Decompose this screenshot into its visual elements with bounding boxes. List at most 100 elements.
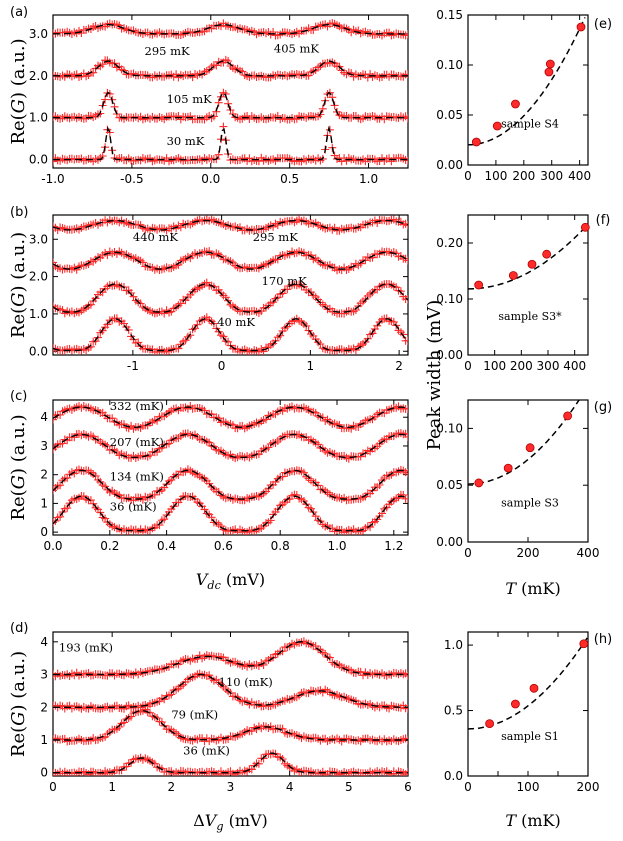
fit-curve-g xyxy=(467,399,580,485)
data-point-h-3 xyxy=(579,639,589,649)
y-tick-label: 0.10 xyxy=(436,58,463,72)
x-tick-label: 3 xyxy=(227,780,235,794)
x-tick-label: 300 xyxy=(540,169,563,183)
x-tick-label: 1.2 xyxy=(384,539,403,553)
fit-line-a-3 xyxy=(53,23,408,35)
y-tick-label: 0 xyxy=(40,525,48,539)
data-markers-c-3 xyxy=(53,402,408,433)
series-label: 295 mK xyxy=(253,230,299,244)
fit-line-c-3 xyxy=(53,406,408,428)
fit-curve-h xyxy=(468,636,589,730)
x-tick-label: 400 xyxy=(563,359,586,373)
data-markers-a-3 xyxy=(53,19,408,40)
fit-line-c-2 xyxy=(53,433,408,459)
y-tick-label: 0.15 xyxy=(436,8,463,22)
y-tick-label: 0.20 xyxy=(436,236,463,250)
panel-label: (c) xyxy=(10,389,27,404)
fit-line-d-0 xyxy=(53,752,408,774)
y-tick-label: 0.10 xyxy=(436,421,463,435)
x-tick-label: 400 xyxy=(577,546,600,560)
series-label: 36 (mK) xyxy=(183,744,230,758)
y-tick-label: 4 xyxy=(40,410,48,424)
x-tick-label: 2 xyxy=(168,780,176,794)
x-tick-label: 0.2 xyxy=(100,539,119,553)
data-point-f-1 xyxy=(508,271,518,280)
x-tick-label: 200 xyxy=(510,359,533,373)
fit-line-b-3 xyxy=(53,219,408,231)
y-tick-label: 3 xyxy=(40,439,48,453)
data-point-f-4 xyxy=(580,222,590,232)
data-point-h-2 xyxy=(529,683,539,693)
y-tick-label: 0.00 xyxy=(436,348,463,362)
y-axis-label: Re(G) (a.u.) xyxy=(8,651,29,757)
x-tick-label: 200 xyxy=(512,169,535,183)
series-label: 405 mK xyxy=(274,42,320,56)
data-point-e-4 xyxy=(545,59,555,69)
fit-line-c-1 xyxy=(53,469,408,500)
series-label: 170 mK xyxy=(262,274,308,288)
fit-line-c-0 xyxy=(53,495,408,532)
data-point-e-1 xyxy=(492,121,502,131)
y-tick-label: 3.0 xyxy=(29,27,48,41)
series-label: 30 mK xyxy=(167,134,205,148)
series-group xyxy=(53,402,408,535)
fit-line-d-1 xyxy=(53,709,408,741)
x-tick-label: 200 xyxy=(517,546,540,560)
series-label: 40 mK xyxy=(217,315,255,329)
y-tick-label: 0.0 xyxy=(29,153,48,167)
y-tick-label: 0 xyxy=(40,766,48,780)
series-label: 193 (mK) xyxy=(59,641,113,655)
x-axis-label: T (mK) xyxy=(505,811,560,830)
y-tick-label: 0.10 xyxy=(436,292,463,306)
y-tick-label: 1 xyxy=(40,496,48,510)
data-markers-d-0 xyxy=(53,749,408,776)
x-tick-label: 1 xyxy=(307,359,315,373)
x-tick-label: -1.0 xyxy=(41,172,64,186)
x-tick-label: 0.0 xyxy=(201,172,220,186)
x-tick-label: 0.0 xyxy=(43,539,62,553)
x-tick-label: 0 xyxy=(218,359,226,373)
data-point-h-0 xyxy=(485,719,495,729)
fit-line-d-3 xyxy=(53,640,408,676)
data-point-g-2 xyxy=(525,443,535,453)
panel-label: (e) xyxy=(594,17,612,32)
y-tick-label: 0.00 xyxy=(436,535,463,549)
series-label: 207 (mK) xyxy=(110,435,164,449)
x-tick-label: 0 xyxy=(49,780,57,794)
y-axis-label: Peak width (mV) xyxy=(424,300,445,451)
series-label: 79 (mK) xyxy=(171,708,218,722)
fit-line-b-0 xyxy=(53,318,408,352)
series-group xyxy=(53,215,408,355)
panel-label: (h) xyxy=(594,632,612,647)
series-label: 105 mK xyxy=(167,92,213,106)
plot-frame xyxy=(467,214,589,356)
y-tick-label: 2.0 xyxy=(29,270,48,284)
fit-line-a-1 xyxy=(53,91,408,119)
y-tick-label: 2 xyxy=(40,700,48,714)
data-markers-b-2 xyxy=(53,247,408,275)
x-tick-label: 0.5 xyxy=(280,172,299,186)
series-label: 36 (mK) xyxy=(110,500,157,514)
y-tick-label: 2 xyxy=(40,468,48,482)
data-markers-b-1 xyxy=(53,278,408,318)
panel-label: (f) xyxy=(596,213,611,228)
data-point-e-3 xyxy=(544,67,554,77)
data-point-f-3 xyxy=(542,249,552,259)
y-tick-label: 0.05 xyxy=(436,478,463,492)
x-tick-label: 0.6 xyxy=(214,539,233,553)
series-label: 440 mK xyxy=(133,230,179,244)
y-tick-label: 1.0 xyxy=(444,638,463,652)
fit-line-b-2 xyxy=(53,251,408,270)
data-point-e-2 xyxy=(511,99,520,109)
x-tick-label: 2 xyxy=(395,359,403,373)
sample-label: sample S3 xyxy=(501,497,559,510)
x-tick-label: 0 xyxy=(464,780,472,794)
